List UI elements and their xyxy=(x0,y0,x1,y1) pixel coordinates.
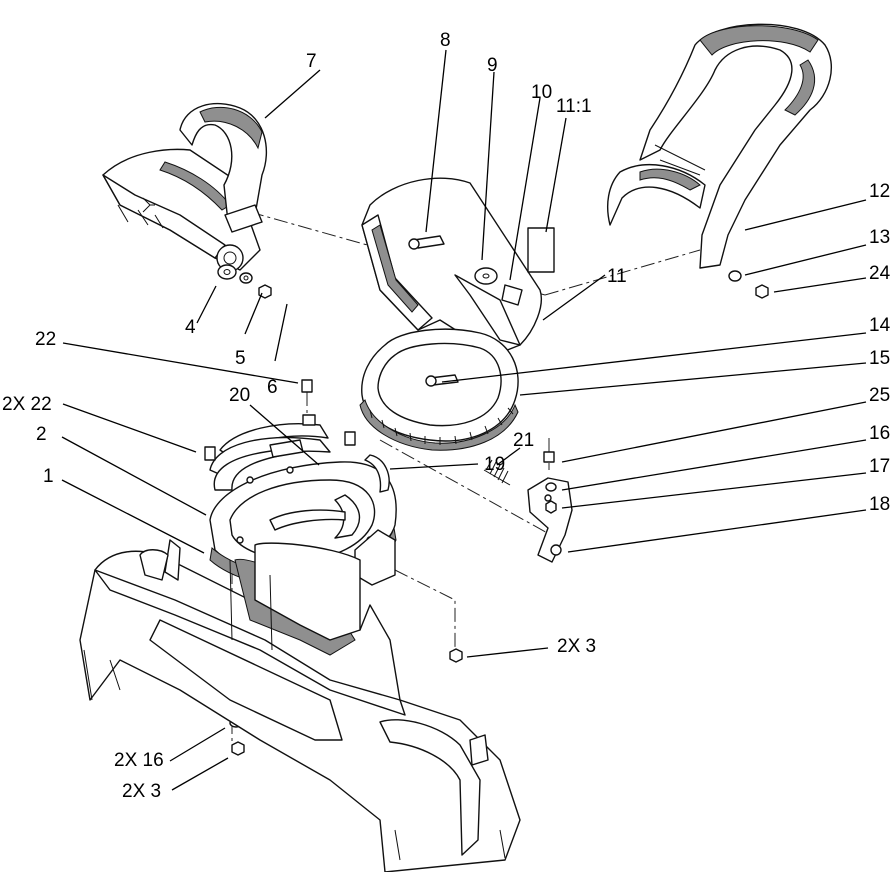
alignment-line-deflector-handle xyxy=(544,249,701,296)
callout-20: 20 xyxy=(229,385,250,406)
handle-hardware xyxy=(728,270,769,299)
leader-lines xyxy=(61,49,867,791)
washer-part-13 xyxy=(728,270,742,282)
callout-25: 25 xyxy=(869,385,890,406)
callout-6: 6 xyxy=(267,377,278,398)
bolt-part-22-left xyxy=(204,446,216,461)
bracket-part-18 xyxy=(527,477,573,563)
callout-4: 4 xyxy=(185,317,196,338)
nut-part-3-right xyxy=(449,648,463,663)
chute-handle-assembly xyxy=(102,102,268,272)
bolt-part-22-top xyxy=(301,379,313,393)
chute-control-handle xyxy=(607,23,833,269)
callout-1: 1 xyxy=(43,466,54,487)
callout-10: 10 xyxy=(531,82,552,103)
callout-8: 8 xyxy=(440,30,451,51)
nut-part-6 xyxy=(258,284,272,299)
callout-9: 9 xyxy=(487,55,498,76)
callout-15: 15 xyxy=(869,348,890,369)
callout-11-1: 11:1 xyxy=(556,96,592,117)
callout-2x16: 2X 16 xyxy=(114,750,164,771)
callout-22: 22 xyxy=(35,329,56,350)
callout-labels: 7 8 9 10 11:1 11 12 13 24 14 15 25 16 17… xyxy=(2,30,891,802)
callout-2x22: 2X 22 xyxy=(2,394,52,415)
chute-hardware xyxy=(217,264,272,299)
callout-2x3-right: 2X 3 xyxy=(557,636,596,657)
spring-part-21 xyxy=(483,459,511,486)
chute-ring-gear xyxy=(359,328,519,451)
bolt-part-25 xyxy=(543,451,555,463)
callout-11: 11 xyxy=(607,266,627,287)
callout-12: 12 xyxy=(869,181,890,202)
callout-2: 2 xyxy=(36,424,47,445)
alignment-line-bolt-right xyxy=(394,569,456,655)
callout-14: 14 xyxy=(869,315,891,336)
washer-part-5 xyxy=(239,272,253,284)
callout-13: 13 xyxy=(869,227,890,248)
callout-17: 17 xyxy=(869,456,890,477)
callout-21: 21 xyxy=(513,430,534,451)
auger-housing xyxy=(79,539,521,872)
alignment-line-bracket xyxy=(379,439,561,541)
nut-part-24 xyxy=(755,284,769,299)
washer-part-16 xyxy=(545,482,557,492)
callout-7: 7 xyxy=(306,51,317,72)
callout-2x3-lower: 2X 3 xyxy=(122,781,161,802)
callout-24: 24 xyxy=(869,263,891,284)
callout-16: 16 xyxy=(869,423,890,444)
callout-19: 19 xyxy=(484,454,505,475)
callout-18: 18 xyxy=(869,494,890,515)
nut-part-3-lower xyxy=(231,741,245,756)
deflector xyxy=(361,177,555,356)
nut-part-17 xyxy=(545,500,557,514)
washer-part-4 xyxy=(217,264,237,280)
bolt-part-22-mid xyxy=(344,431,356,446)
callout-5: 5 xyxy=(235,348,246,369)
